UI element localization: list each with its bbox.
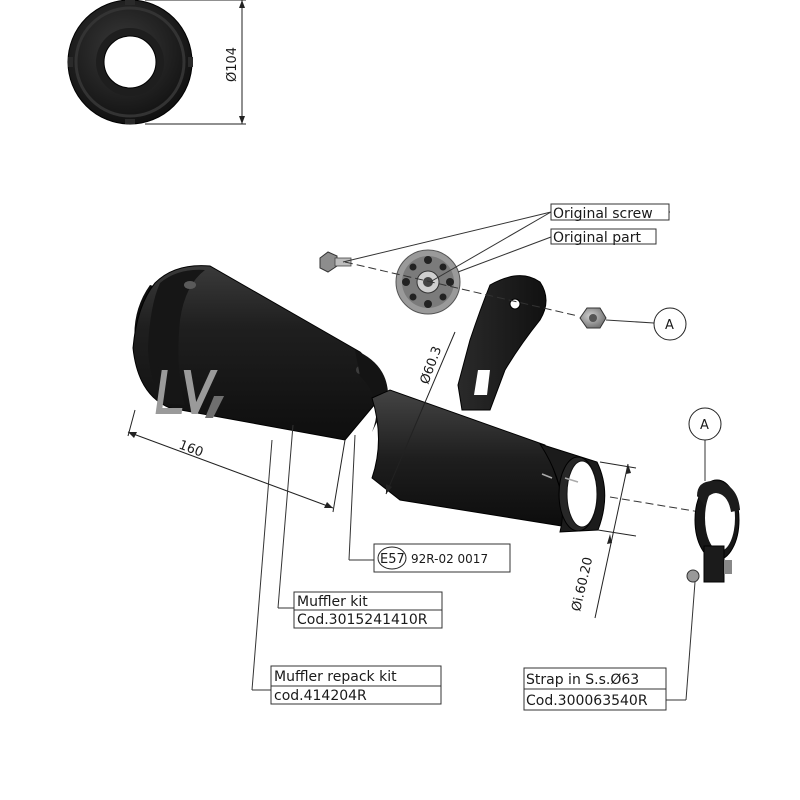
assembly-axis [344, 261, 579, 317]
nut [579, 307, 607, 329]
strap-line2: Cod.300063540R [526, 693, 648, 709]
repack-kit-callout: Muffler repack kit cod.414204R [251, 439, 442, 705]
muffler-kit-line2: Cod.3015241410R [297, 612, 428, 628]
original-screw-callout: Original screw [342, 203, 670, 283]
homologation-callout: E57 92R-02 0017 [348, 434, 511, 573]
original-screw-label: Original screw [553, 206, 653, 222]
detail-marker-label-1: A [665, 318, 674, 333]
end-cap-diameter-dimension: Ø104 [145, 0, 246, 125]
end-cap-diameter-label: Ø104 [225, 47, 240, 82]
inlet-pipe [371, 389, 606, 533]
original-part-label: Original part [553, 230, 641, 246]
lv-logo: LV [155, 367, 225, 418]
mounting-bracket [457, 275, 547, 411]
homologation-code: E57 [380, 552, 405, 567]
strap-axis [609, 496, 701, 513]
original-part-grommet [395, 249, 461, 315]
detail-marker-strap: A [688, 407, 722, 481]
repack-kit-line1: Muffler repack kit [274, 669, 397, 685]
muffler-kit-line1: Muffler kit [297, 594, 368, 610]
original-part-callout: Original part [457, 228, 657, 273]
muffler-kit-callout: Muffler kit Cod.3015241410R [277, 424, 443, 629]
length-label: 160 [177, 438, 206, 461]
detail-marker-label-2: A [700, 418, 709, 433]
end-cap-view [67, 0, 193, 125]
strap-callout: Strap in S.s.Ø63 Cod.300063540R [523, 581, 696, 711]
inner-diameter-label: Øi.60.20 [569, 556, 596, 613]
detail-marker-nut: A [605, 307, 687, 341]
logo-text: LV [158, 367, 160, 369]
repack-kit-line2: cod.414204R [274, 688, 367, 704]
strap-line1: Strap in S.s.Ø63 [526, 672, 639, 688]
homologation-number: 92R-02 0017 [411, 552, 488, 566]
strap-clamp [686, 479, 740, 583]
